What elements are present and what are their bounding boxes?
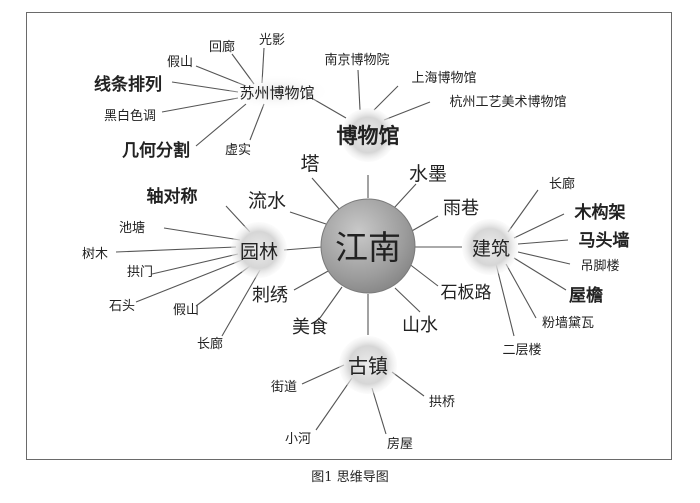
word-tower: 塔 [300, 153, 319, 175]
word-stone-road: 石板路 [441, 283, 492, 303]
suzhou-museum-label: 苏州博物馆 [239, 84, 314, 102]
word-ink-wash: 水墨 [409, 163, 447, 185]
garden-node [231, 222, 287, 278]
suzhou-leaf-light: 光影 [259, 33, 285, 48]
figure-caption: 图1 思维导图 [311, 470, 389, 485]
town-leaf-street: 街道 [271, 380, 297, 395]
garden-leaf-trees: 树木 [82, 247, 108, 262]
suzhou-leaf-geometry: 几何分割 [122, 140, 190, 161]
center-label: 江南 [335, 228, 401, 267]
garden-leaf-corridor: 长廊 [197, 336, 223, 352]
diagram-frame [26, 12, 672, 460]
architecture-leaf-timber-frame: 木构架 [574, 202, 626, 223]
garden-leaf-arch: 拱门 [127, 265, 153, 280]
word-rain-alley: 雨巷 [443, 198, 479, 219]
suzhou-museum-node [229, 76, 325, 108]
architecture-label: 建筑 [472, 238, 510, 260]
garden-label: 园林 [240, 241, 278, 263]
museum-label: 博物馆 [337, 123, 400, 148]
architecture-leaf-white-walls: 粉墙黛瓦 [542, 316, 594, 331]
garden-leaf-symmetry: 轴对称 [147, 186, 198, 207]
museum-node [341, 108, 395, 162]
connector-lines [115, 47, 571, 435]
center-node [320, 198, 416, 294]
word-flowing-water: 流水 [248, 190, 286, 212]
architecture-leaf-eaves: 屋檐 [569, 285, 603, 306]
architecture-leaf-corridor: 长廊 [549, 176, 575, 192]
word-food: 美食 [292, 317, 328, 338]
garden-leaf-pond: 池塘 [119, 220, 145, 236]
museum-leaf-shanghai: 上海博物馆 [411, 71, 476, 86]
town-label: 古镇 [348, 354, 388, 378]
town-leaf-houses: 房屋 [387, 436, 413, 452]
suzhou-leaf-monochrome: 黑白色调 [104, 108, 156, 124]
town-leaf-creek: 小河 [285, 432, 311, 447]
museum-leaf-hangzhou: 杭州工艺美术博物馆 [449, 95, 566, 110]
garden-leaf-rockery: 假山 [173, 303, 199, 318]
word-embroidery: 刺绣 [252, 285, 288, 306]
word-landscape: 山水 [402, 315, 438, 336]
architecture-node [462, 219, 518, 275]
suzhou-leaf-rockery: 假山 [167, 55, 193, 70]
museum-leaf-nanjing: 南京博物院 [324, 52, 389, 68]
architecture-leaf-horse-head-wall: 马头墙 [579, 230, 630, 251]
suzhou-leaf-lines: 线条排列 [94, 74, 162, 95]
suzhou-leaf-corridor: 回廊 [209, 39, 235, 55]
suzhou-leaf-void-solid: 虚实 [225, 143, 251, 158]
architecture-leaf-stilt-house: 吊脚楼 [580, 258, 619, 274]
town-leaf-arch-bridge: 拱桥 [429, 395, 455, 410]
town-node [339, 336, 397, 394]
garden-leaf-stone: 石头 [109, 299, 135, 314]
architecture-leaf-two-story: 二层楼 [502, 343, 541, 358]
